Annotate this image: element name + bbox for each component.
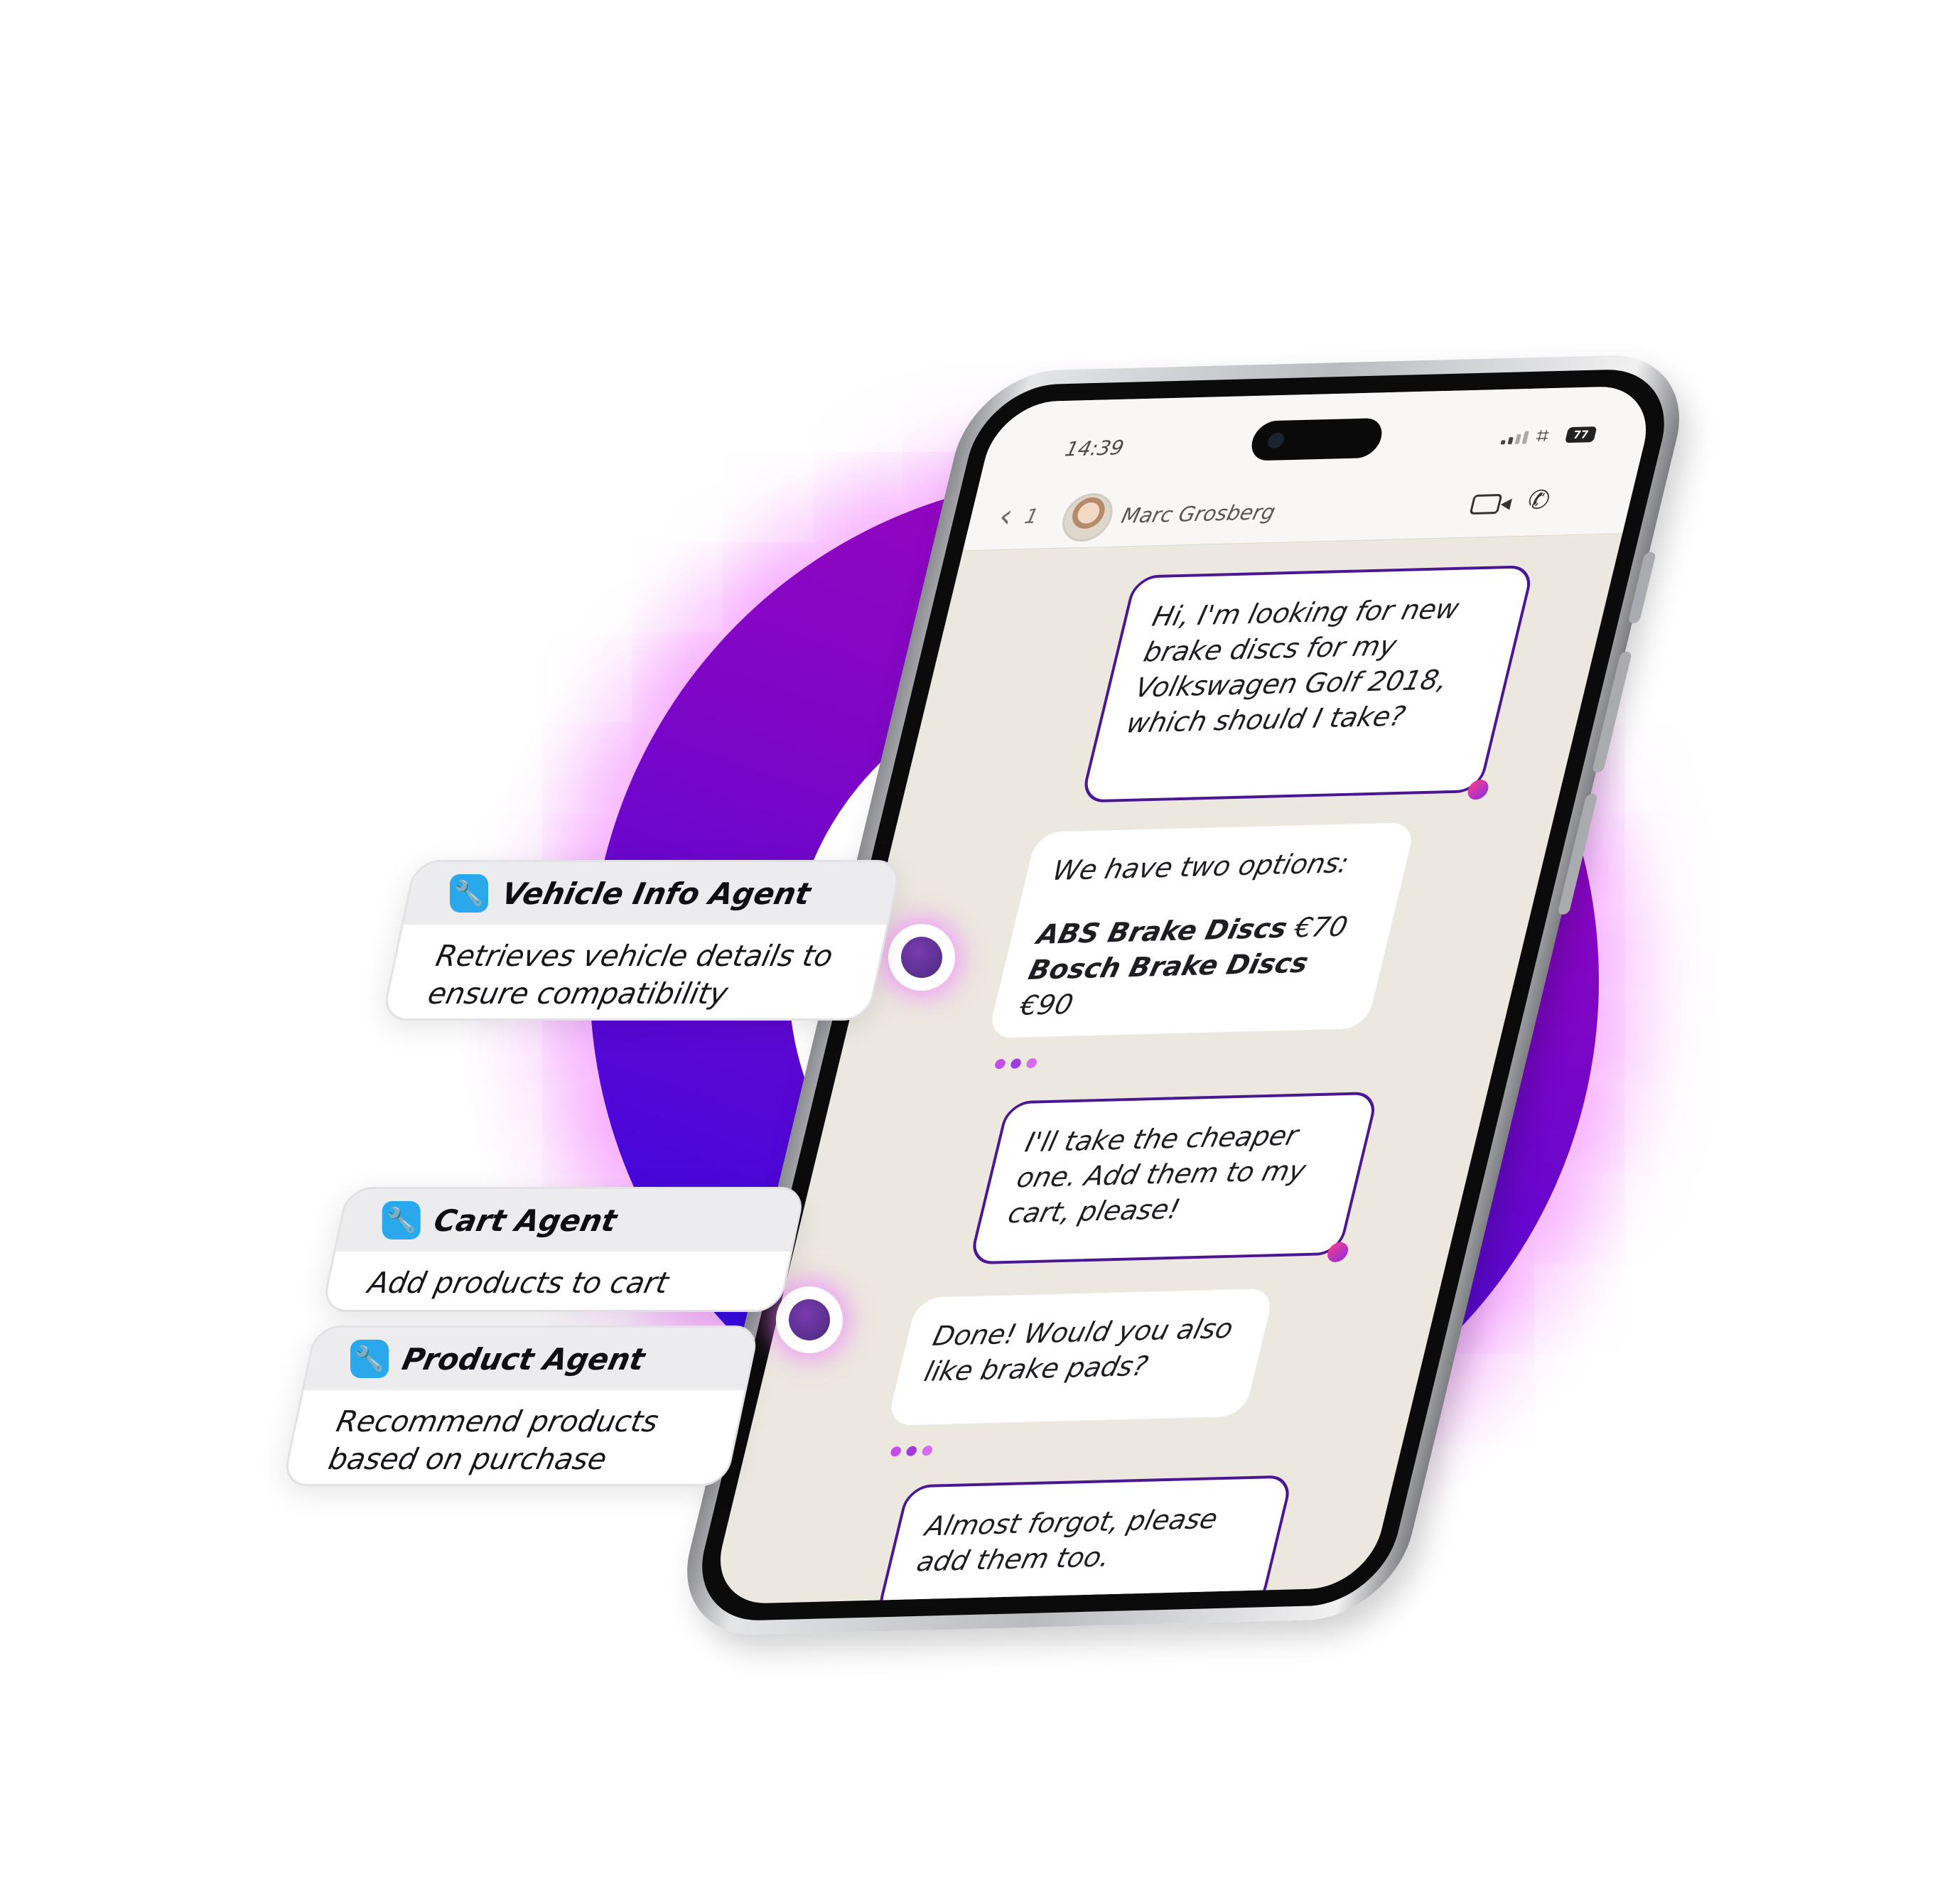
agent-card-cart: 🔧 Cart Agent Add products to cart xyxy=(320,1187,807,1312)
agent-card-vehicle-info: 🔧 Vehicle Info Agent Retrieves vehicle d… xyxy=(380,860,903,1021)
agent-card-description: Recommend products based on purchase xyxy=(325,1404,662,1477)
agent-card-title: Product Agent xyxy=(399,1341,648,1377)
wrench-icon: 🔧 xyxy=(382,1201,421,1239)
option-row: Bosch Brake Discs €90 xyxy=(1016,944,1361,1023)
agent-card-header: 🔧 Product Agent xyxy=(303,1328,758,1390)
back-chevron-icon[interactable]: ‹ xyxy=(995,497,1017,535)
connector-node xyxy=(888,924,955,991)
typing-indicator xyxy=(993,1058,1038,1070)
option-price: €70 xyxy=(1291,910,1351,944)
battery-level: 77 xyxy=(1572,428,1590,441)
message-bot-options: We have two options: ABS Brake Discs €70… xyxy=(987,822,1416,1038)
message-text: Hi, I'm looking for new brake discs for … xyxy=(1123,593,1462,740)
wifi-icon: ⌗ xyxy=(1533,423,1552,449)
delivered-dot-icon xyxy=(1325,1242,1351,1263)
message-text: We have two options: xyxy=(1049,847,1352,886)
contact-name[interactable]: Marc Grosberg xyxy=(1119,500,1278,528)
message-text: Almost forgot, please add them too. xyxy=(913,1502,1222,1578)
cellular-signal-icon xyxy=(1500,431,1529,445)
delivered-dot-icon xyxy=(1465,779,1491,800)
avatar[interactable] xyxy=(1057,493,1118,542)
option-name: ABS Brake Discs xyxy=(1034,912,1290,951)
message-user-1: Hi, I'm looking for new brake discs for … xyxy=(1079,565,1536,803)
connector-node xyxy=(776,1286,843,1353)
message-bot-2: Done! Would you also like brake pads? xyxy=(886,1288,1276,1426)
message-text: I'll take the cheaper one. Add them to m… xyxy=(1005,1119,1310,1230)
phone-call-icon[interactable]: ✆ xyxy=(1524,485,1553,515)
option-name: Bosch Brake Discs xyxy=(1025,947,1312,986)
wrench-icon: 🔧 xyxy=(350,1340,389,1378)
unread-count[interactable]: 1 xyxy=(1022,504,1041,529)
message-user-2: I'll take the cheaper one. Add them to m… xyxy=(968,1091,1380,1265)
video-call-icon[interactable] xyxy=(1469,493,1503,515)
agent-card-title: Cart Agent xyxy=(431,1203,620,1238)
message-user-3: Almost forgot, please add them too. xyxy=(875,1475,1294,1605)
dynamic-island xyxy=(1247,417,1386,461)
front-camera-icon xyxy=(1266,432,1286,449)
agent-card-description: Add products to cart xyxy=(365,1266,672,1300)
message-text: Done! Would you also like brake pads? xyxy=(921,1313,1236,1388)
typing-indicator xyxy=(889,1445,934,1457)
agent-card-description: Retrieves vehicle details to ensure comp… xyxy=(424,939,836,1011)
wrench-icon: 🔧 xyxy=(450,874,489,913)
battery-icon: 77 xyxy=(1564,426,1597,443)
agent-card-product: 🔧 Product Agent Recommend products based… xyxy=(281,1325,761,1486)
agent-card-header: 🔧 Cart Agent xyxy=(335,1189,804,1252)
option-price: €90 xyxy=(1016,989,1077,1022)
agent-card-title: Vehicle Info Agent xyxy=(498,876,814,911)
status-time: 14:39 xyxy=(1062,436,1126,461)
agent-card-header: 🔧 Vehicle Info Agent xyxy=(403,862,900,925)
